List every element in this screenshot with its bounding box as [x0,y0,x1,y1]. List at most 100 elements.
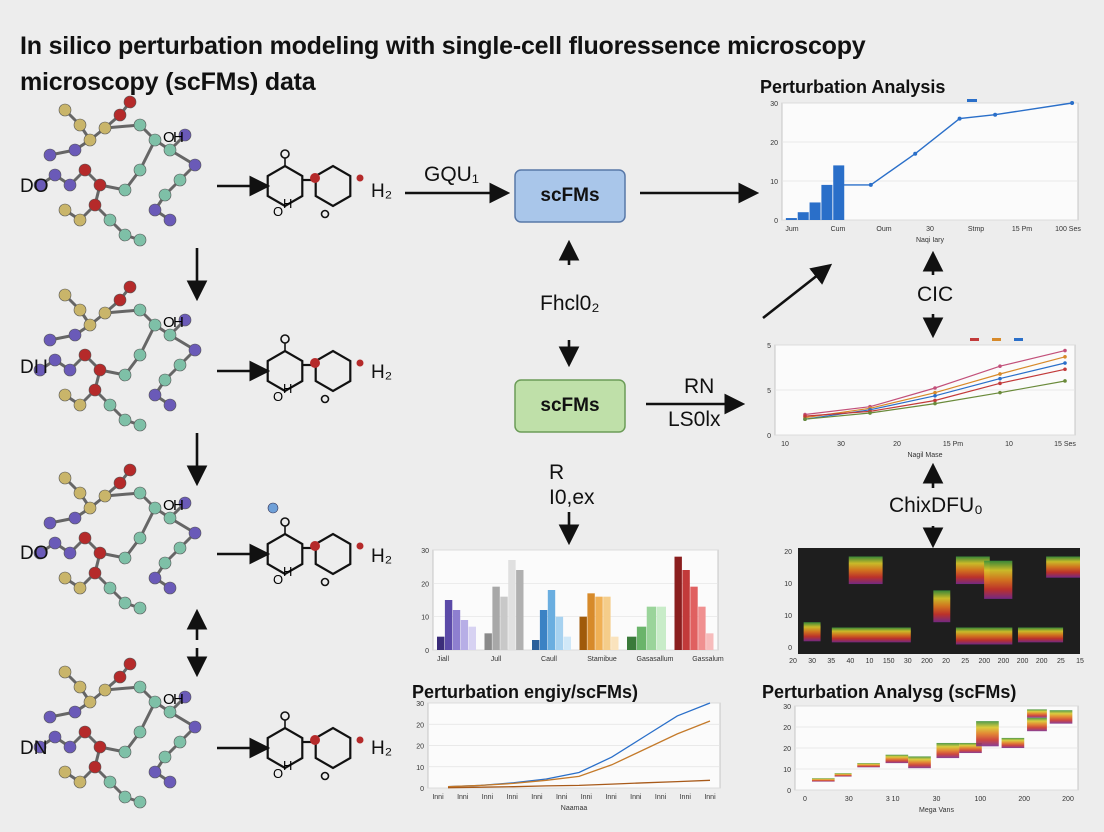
atom-text: H [173,129,184,146]
panel-title-bottom-right: Perturbation Analysg (scFMs) [762,682,1017,702]
x-tick-label: 30 [933,796,941,803]
bar [627,636,637,650]
molecule-atom [158,188,172,202]
x-tick-label: 15 Pm [943,441,963,448]
molecule-atom [48,730,62,744]
series-point [933,394,937,398]
down-label-1: R [549,461,565,484]
y-tick-label: 0 [767,433,771,440]
molecule-atom [68,143,82,157]
y-tick-label: 10 [421,615,429,622]
x-tick-label: Inni [655,794,667,801]
heatmap-cell [1017,627,1064,643]
bar [508,560,516,650]
heatmap-cell [1049,710,1073,724]
x-tick-label: Inni [457,794,469,801]
molecule-atom [173,173,187,187]
heatmap-cell [831,627,911,643]
molecule-atom [73,775,87,789]
heatmap-cell [955,627,1013,645]
x-tick-label: 200 [1062,796,1074,803]
product-atom-red [356,542,364,550]
legend-swatch [992,338,1001,341]
bar [468,626,476,650]
molecule-atom [148,133,162,147]
molecule-atom [43,516,57,530]
y-tick-label: 20 [770,140,778,147]
molecule-atom [148,765,162,779]
molecule-atom [133,118,147,132]
x-tick-label: Inni [482,794,494,801]
bar [587,593,595,650]
product-atom [320,577,330,587]
product-label-4: H₂ [371,738,393,759]
x-tick-label: 200 [921,658,933,665]
series-point [998,381,1002,386]
x-tick-label: 200 [1036,658,1048,665]
y-tick-label: 10 [416,765,424,772]
right-label-2: LS0lx [668,408,721,431]
molecule-atom [73,303,87,317]
product-atom [320,771,330,781]
y-tick-label: 5 [767,343,771,350]
molecule-atom [163,705,177,719]
heatmap-cell [885,754,909,764]
atom-text: O [273,572,283,587]
y-tick-label: 10 [784,613,792,620]
y-tick-label: 20 [416,744,424,751]
series-point [998,372,1002,376]
x-tick-label: 30 [808,658,816,665]
series-point [913,151,918,156]
molecule-atom [58,665,72,679]
series-point [868,182,873,187]
series-point [836,182,841,187]
x-tick-label: Jum [785,226,798,233]
molecule-label-1: DO [20,176,49,197]
x-tick-label: Inni [704,794,716,801]
molecule-atom [123,280,137,294]
molecule-atom [58,103,72,117]
bar [636,626,647,650]
molecule-atom [158,750,172,764]
molecule-atom [43,333,57,347]
molecule-atom [33,740,47,754]
scfms-box-top [514,169,626,223]
series-line [838,102,1073,186]
molecule-atom [113,108,127,122]
molecule-atom [73,486,87,500]
molecule-atom [158,373,172,387]
x-tick-label: 15 Pm [1012,226,1032,233]
product-atom-red [310,358,320,368]
x-tick-label: 25 [1057,658,1065,665]
product-atom [320,394,330,404]
molecule-atom [123,463,137,477]
molecule-atom [188,343,202,357]
series-point [933,398,937,403]
molecule-atom [93,363,107,377]
x-tick-label: 30 [904,658,912,665]
molecule-atom [83,695,97,709]
molecule-atom [133,795,147,809]
series-point [803,414,807,418]
molecule-atom [63,178,77,192]
bar [611,636,619,650]
x-tick-label: 40 [847,658,855,665]
atom-text: O [273,766,283,781]
series-point [803,417,807,422]
product-label-3: H₂ [371,546,393,567]
molecule-atom [123,657,137,671]
molecule-atom [103,775,117,789]
y-tick-label: 5 [767,388,771,395]
molecule-atom [133,680,147,694]
bar [500,596,508,650]
molecule-atom [58,388,72,402]
bar [555,616,564,650]
molecule-atom [73,581,87,595]
molecule-atom [188,158,202,172]
molecule-atom [58,765,72,779]
y-tick-label: 10 [770,179,778,186]
molecule-atom [63,546,77,560]
